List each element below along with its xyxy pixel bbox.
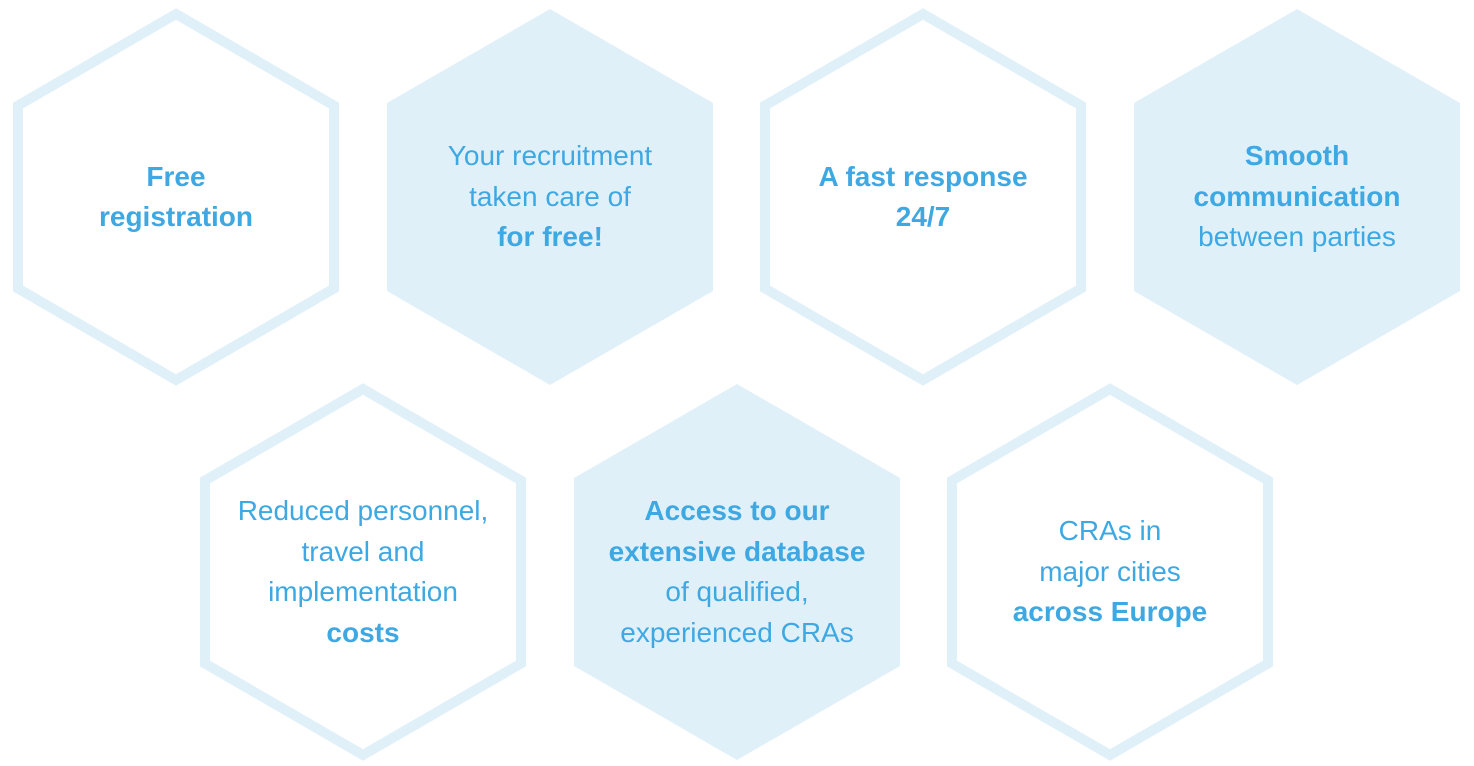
hexagon-outline <box>13 8 339 386</box>
hexagon-label-line: CRAs in <box>1058 515 1162 547</box>
hexagon-label: Access to our extensive database of qualif… <box>604 384 870 760</box>
hexagon-label-line: Reduced personnel, <box>237 495 489 526</box>
hexagon-shape <box>760 8 1086 386</box>
hexagon-free-registration: Free registration <box>13 8 339 386</box>
hexagon-shape <box>947 383 1273 761</box>
hexagon-label-line: for free! <box>497 221 603 253</box>
hexagon-label-line: registration <box>98 201 254 232</box>
hexagon-shape <box>200 383 526 761</box>
hexagon-label-line: between parties <box>1198 221 1396 253</box>
hexagon-label-line: 24/7 <box>895 201 951 232</box>
hexagon-label-line: Access to our <box>644 495 830 526</box>
hexagon-reduced-costs: Reduced personnel, travel and implementati… <box>200 383 526 761</box>
hexagon-label-line: Smooth <box>1244 140 1350 172</box>
hexagon-fill <box>387 9 713 385</box>
hexagon-label-line: Free <box>146 160 206 192</box>
hexagon-label-line: taken care of <box>469 180 631 212</box>
hexagon-label-line: travel and <box>301 535 425 567</box>
hexagon-label-line: extensive database <box>608 535 866 567</box>
hexagon-cras-across-europe: CRAs in major cities across Europe <box>947 383 1273 761</box>
hexagon-label: A fast response 24/7 <box>790 9 1056 385</box>
hexagon-outline <box>200 383 526 761</box>
hexagon-label: Your recruitment taken care of for free! <box>417 9 683 385</box>
hexagon-label-line: of qualified, <box>665 576 809 607</box>
hexagon-shape <box>574 384 900 760</box>
hexagon-outline <box>760 8 1086 386</box>
hexagon-label: CRAs in major cities across Europe <box>977 384 1243 760</box>
hexagon-fill <box>574 384 900 760</box>
hexagon-label: Free registration <box>43 9 309 385</box>
hexagon-recruitment-taken-care-of: Your recruitment taken care of for free! <box>387 9 713 385</box>
hexagon-shape <box>387 9 713 385</box>
hexagon-outline <box>947 383 1273 761</box>
hexagon-label-line: costs <box>326 616 400 648</box>
hexagon-label-line: Your recruitment <box>447 140 653 172</box>
hexagon-database-access: Access to our extensive database of qualif… <box>574 384 900 760</box>
hexagon-label-line: implementation <box>268 576 458 607</box>
hexagon-fast-response: A fast response 24/7 <box>760 8 1086 386</box>
hexagon-label-line: communication <box>1193 180 1401 212</box>
hexagon-label: Reduced personnel, travel and implementati… <box>230 384 496 760</box>
hexagon-smooth-communication: Smooth communication between parties <box>1134 9 1460 385</box>
hexagon-label-line: experienced CRAs <box>620 616 854 648</box>
hexagon-shape <box>13 8 339 386</box>
hexagon-fill <box>1134 9 1460 385</box>
hexagon-label-line: across Europe <box>1012 596 1208 628</box>
hexagon-shape <box>1134 9 1460 385</box>
hexagon-label: Smooth communication between parties <box>1164 9 1430 385</box>
hexagon-label-line: major cities <box>1039 555 1181 587</box>
hexagon-label-line: A fast response <box>818 160 1028 192</box>
